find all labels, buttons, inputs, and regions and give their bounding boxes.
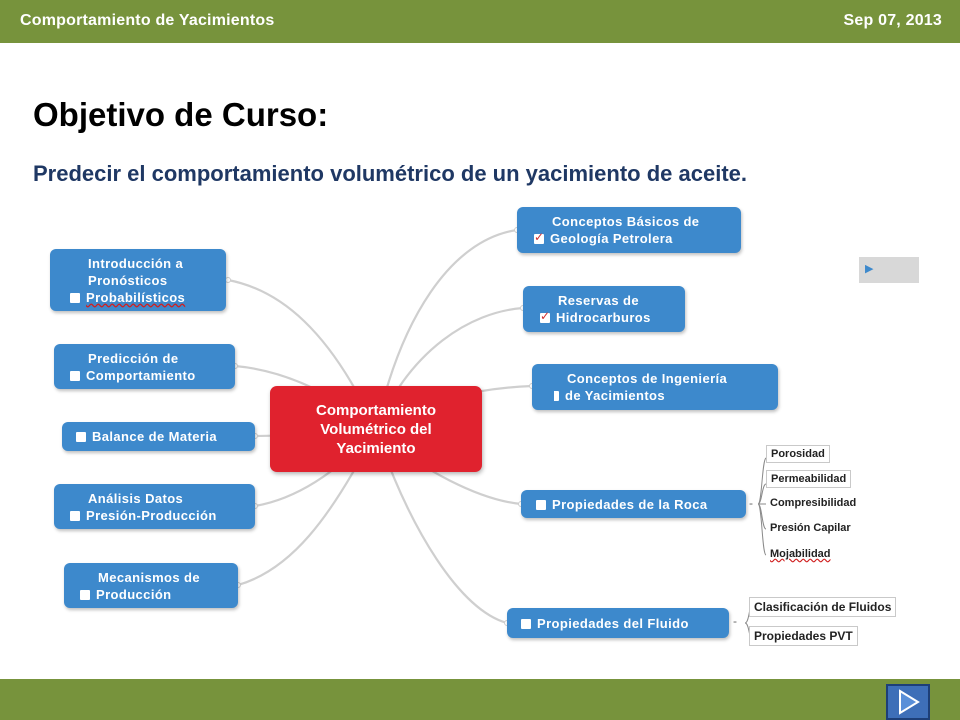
checkbox-icon[interactable]	[70, 510, 80, 521]
next-arrow-icon	[899, 689, 920, 715]
node-line: Predicción de	[88, 350, 179, 366]
node-line: Presión-Producción	[86, 507, 217, 523]
node-line: Introducción a	[88, 255, 184, 271]
node-line: Conceptos Básicos de	[552, 214, 700, 229]
node-propiedades-fluido[interactable]: Propiedades del Fluido	[507, 608, 729, 638]
node-prediccion-comportamiento[interactable]: Predicción de Comportamiento	[54, 344, 235, 389]
checkbox-icon[interactable]	[70, 370, 80, 381]
node-line: Probabilísticos	[86, 289, 186, 305]
play-button[interactable]: ▶	[859, 257, 919, 283]
leaf-propiedades-pvt[interactable]: Propiedades PVT	[749, 626, 858, 646]
node-line: Producción	[96, 586, 172, 602]
header-date: Sep 07, 2013	[843, 12, 942, 29]
collapse-roca-button[interactable]: -	[749, 496, 753, 510]
leaf-porosidad[interactable]: Porosidad	[766, 445, 830, 463]
footer-bar	[0, 679, 960, 720]
collapse-fluido-button[interactable]: -	[733, 614, 737, 628]
header-bar: Comportamiento de Yacimientos Sep 07, 20…	[0, 0, 960, 43]
leaf-clasificacion-fluidos[interactable]: Clasificación de Fluidos	[749, 597, 897, 617]
node-line: Reservas de	[558, 293, 640, 308]
center-line: Comportamiento	[316, 401, 436, 419]
leaf-mojabilidad[interactable]: Mojabilidad	[770, 548, 831, 560]
leaf-presion-capilar[interactable]: Presión Capilar	[770, 522, 851, 534]
node-mecanismos-produccion[interactable]: Mecanismos de Producción	[64, 563, 238, 608]
node-line: Mecanismos de	[98, 569, 201, 585]
checkbox-icon[interactable]	[521, 618, 531, 629]
node-line: Hidrocarburos	[556, 310, 651, 325]
checkbox-checked-icon[interactable]	[534, 229, 544, 246]
node-line: de Yacimientos	[565, 388, 666, 403]
leaf-compresibilidad[interactable]: Compresibilidad	[770, 497, 857, 509]
node-line: Comportamiento	[86, 367, 196, 383]
node-conceptos-ingenieria[interactable]: Conceptos de Ingeniería de Yacimientos	[532, 364, 778, 410]
center-line: Volumétrico del	[320, 420, 432, 438]
node-reservas-hidrocarburos[interactable]: Reservas de Hidrocarburos	[523, 286, 685, 332]
node-balance-materia[interactable]: Balance de Materia	[62, 422, 255, 451]
node-analisis-datos[interactable]: Análisis Datos Presión-Producción	[54, 484, 255, 529]
page-title: Objetivo de Curso:	[33, 96, 329, 133]
node-line: Análisis Datos	[88, 490, 184, 506]
checkbox-icon[interactable]	[536, 499, 546, 510]
node-line: Pronósticos	[88, 272, 168, 288]
node-line: Propiedades del Fluido	[537, 615, 689, 631]
node-introduccion-pronosticos[interactable]: Introducción a Pronósticos Probabilístic…	[50, 249, 226, 311]
center-node[interactable]: Comportamiento Volumétrico del Yacimient…	[270, 386, 482, 472]
node-line: Balance de Materia	[92, 429, 217, 444]
next-slide-button[interactable]	[886, 684, 930, 720]
leaf-permeabilidad[interactable]: Permeabilidad	[766, 470, 852, 488]
checkbox-icon[interactable]	[80, 589, 90, 600]
node-propiedades-roca[interactable]: Propiedades de la Roca	[521, 490, 746, 518]
play-icon: ▶	[865, 263, 874, 275]
checkbox-icon[interactable]	[76, 432, 86, 442]
node-line: Propiedades de la Roca	[552, 496, 708, 512]
checkbox-checked-icon[interactable]	[540, 308, 550, 325]
node-conceptos-geologia[interactable]: Conceptos Básicos de Geología Petrolera	[517, 207, 741, 253]
center-line: Yacimiento	[336, 439, 416, 457]
node-line: Geología Petrolera	[550, 231, 673, 246]
header-course-title: Comportamiento de Yacimientos	[20, 12, 275, 29]
page-subtitle: Predecir el comportamiento volumétrico d…	[33, 161, 747, 186]
checkbox-partial-icon[interactable]	[549, 391, 559, 401]
checkbox-icon[interactable]	[70, 292, 80, 303]
node-line: Conceptos de Ingeniería	[567, 371, 728, 386]
